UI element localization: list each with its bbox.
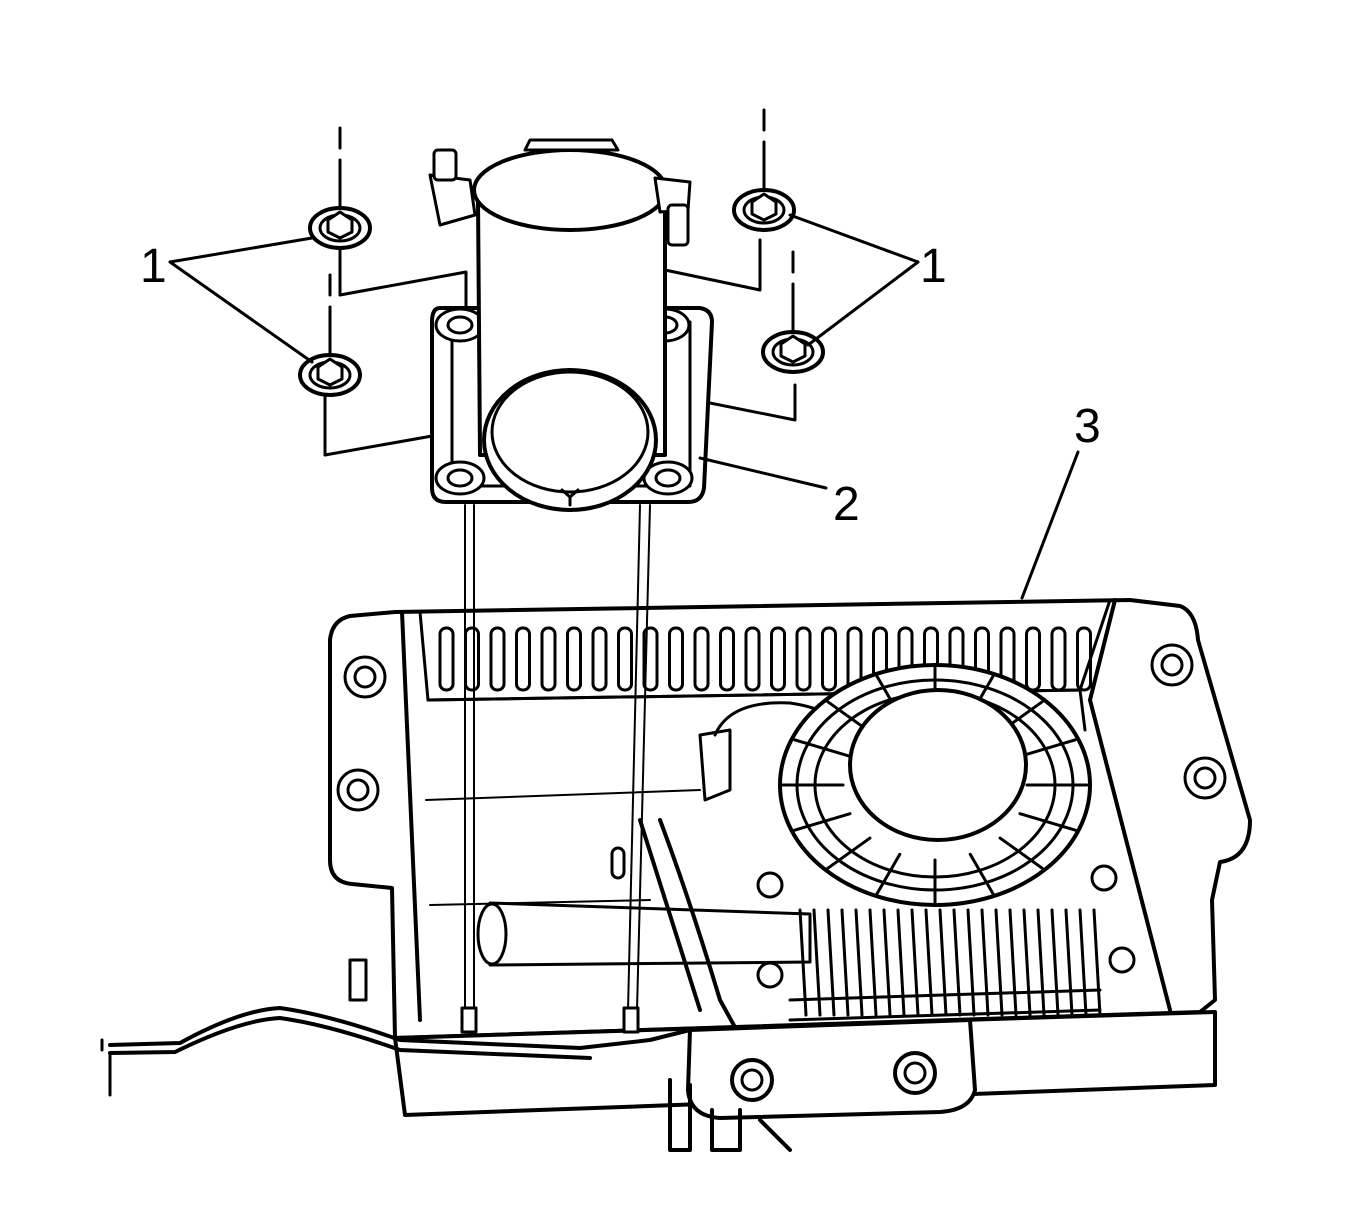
grommet — [434, 460, 486, 496]
vent-slot — [566, 626, 582, 692]
vent-slot — [489, 626, 506, 692]
vent-slot — [719, 626, 735, 692]
mount-boss — [336, 768, 380, 812]
vent-slot — [617, 626, 633, 692]
vent-slot — [642, 626, 659, 692]
vent-slot — [668, 626, 684, 692]
compressor-tray — [100, 598, 1252, 1152]
vent-slot — [438, 626, 455, 692]
mount-boss — [343, 655, 387, 699]
vent-slot — [693, 626, 710, 692]
mount-boss — [1150, 643, 1194, 687]
vent-slot — [515, 626, 531, 692]
callout-1-left: 1 — [140, 240, 167, 293]
vent-slot — [744, 626, 761, 692]
fastener-nut-icon — [308, 126, 372, 250]
vent-slot — [591, 626, 608, 692]
screw-head — [756, 961, 784, 989]
callout-3: 3 — [1074, 400, 1101, 453]
fastener-nut-icon — [761, 250, 825, 374]
fan-icon — [778, 663, 1102, 1022]
grommet — [434, 307, 486, 343]
pump-cylinder-icon — [428, 138, 692, 512]
mount-boss — [1183, 756, 1227, 800]
callout-leaders — [168, 213, 1080, 600]
tray-tube — [488, 901, 812, 967]
vent-slot — [1076, 626, 1092, 692]
screw-head — [1108, 946, 1136, 974]
vent-slot — [770, 626, 786, 692]
callout-1-right: 1 — [920, 240, 947, 293]
callout-2: 2 — [833, 478, 860, 531]
screw-head — [756, 871, 784, 899]
screw-head — [1090, 864, 1118, 892]
vent-slot — [795, 626, 812, 692]
fastener-nut-icon — [298, 273, 362, 397]
wire-harness — [108, 1006, 692, 1050]
fastener-nut-icon — [732, 108, 796, 232]
tray-inner-wall — [400, 598, 1172, 1022]
fastener-nuts — [298, 108, 825, 397]
vent-slot — [540, 626, 557, 692]
vent-slot — [821, 626, 837, 692]
